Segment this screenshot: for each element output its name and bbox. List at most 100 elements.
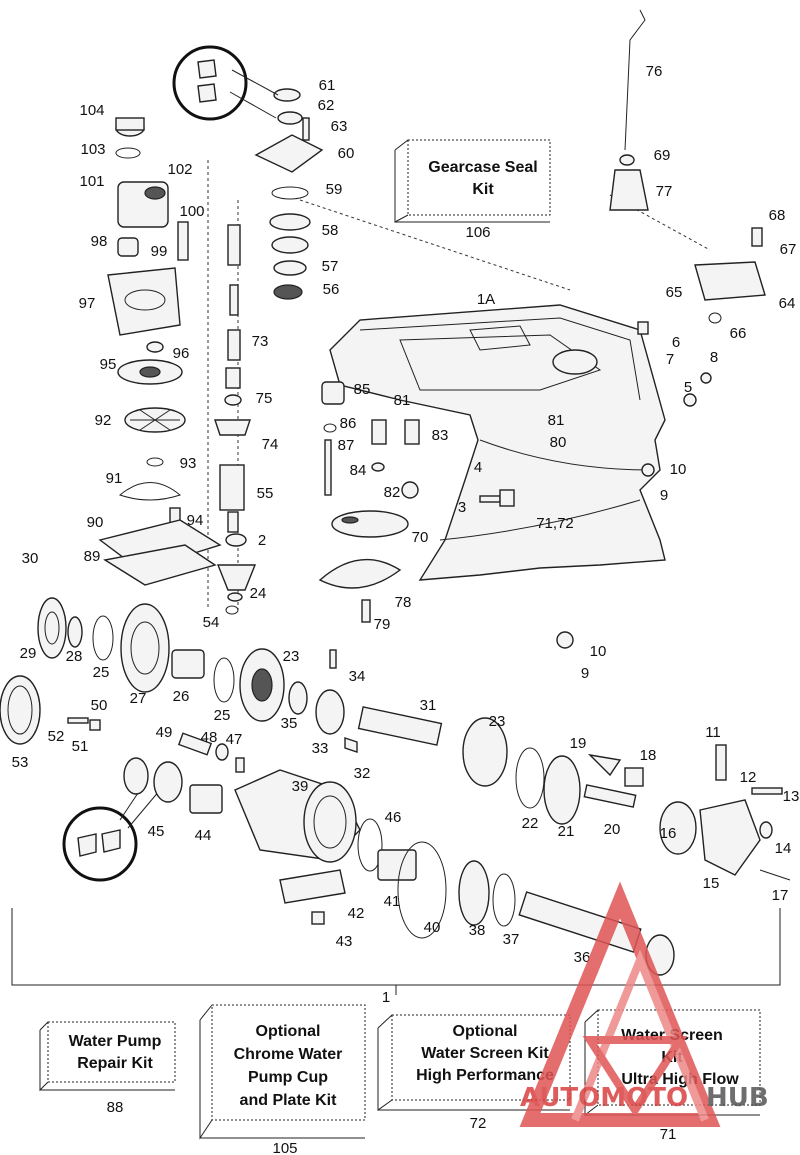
part-label-4: 4 xyxy=(474,459,482,476)
part-label-58: 58 xyxy=(322,222,339,239)
kit-chrome-cup-line2: Chrome Water xyxy=(234,1046,343,1063)
part-label-84: 84 xyxy=(350,462,367,479)
part-label-39: 39 xyxy=(292,778,309,795)
kit-chrome-cup-line1: Optional xyxy=(256,1023,321,1040)
part-label-66: 66 xyxy=(730,325,747,342)
part-label-15: 15 xyxy=(703,875,720,892)
part-label-82: 82 xyxy=(384,484,401,501)
part-label-18: 18 xyxy=(640,747,657,764)
kit-water-pump-number: 88 xyxy=(107,1099,124,1116)
shift-linkage-parts xyxy=(318,381,515,669)
part-label-21: 21 xyxy=(558,823,575,840)
part-label-2: 2 xyxy=(258,532,266,549)
part-label-50: 50 xyxy=(91,697,108,714)
part-label-77: 77 xyxy=(656,183,673,200)
part-label-25: 25 xyxy=(93,664,110,681)
part-label-90: 90 xyxy=(87,514,104,531)
part-label-80: 80 xyxy=(550,434,567,451)
part-label-32: 32 xyxy=(354,765,371,782)
part-label-17: 17 xyxy=(772,887,789,904)
part-label-101: 101 xyxy=(79,173,104,190)
cover-kit-parts xyxy=(67,717,245,803)
kit-chrome-cup-line3: Pump Cup xyxy=(248,1069,328,1086)
part-label-96: 96 xyxy=(173,345,190,362)
propeller-shaft-assembly xyxy=(344,706,791,881)
part-label-100: 100 xyxy=(179,203,204,220)
part-label-20: 20 xyxy=(604,821,621,838)
bearing-carrier xyxy=(189,769,675,976)
part-label-26: 26 xyxy=(173,688,190,705)
part-label-89: 89 xyxy=(84,548,101,565)
part-label-59: 59 xyxy=(326,181,343,198)
part-label-40: 40 xyxy=(424,919,441,936)
drive-shaft-parts xyxy=(214,224,257,615)
part-label-79: 79 xyxy=(374,616,391,633)
part-label-61: 61 xyxy=(319,77,336,94)
part-label-8: 8 xyxy=(710,349,718,366)
part-label-27: 27 xyxy=(130,690,147,707)
part-label-7: 7 xyxy=(666,351,674,368)
part-label-55: 55 xyxy=(257,485,274,502)
gearcase-housing xyxy=(329,304,666,581)
part-label-3: 3 xyxy=(458,499,466,516)
part-label-81b: 81 xyxy=(548,412,565,429)
part-label-62: 62 xyxy=(318,97,335,114)
part-label-75: 75 xyxy=(256,390,273,407)
water-pump-column xyxy=(98,117,222,586)
part-label-30: 30 xyxy=(22,550,39,567)
kit-chrome-cup-number: 105 xyxy=(272,1140,297,1155)
part-label-42: 42 xyxy=(348,905,365,922)
part-label-57: 57 xyxy=(322,258,339,275)
part-label-11: 11 xyxy=(705,724,721,741)
part-label-67: 67 xyxy=(780,241,797,258)
part-label-36: 36 xyxy=(574,949,591,966)
part-label-54: 54 xyxy=(203,614,220,631)
part-label-46: 46 xyxy=(385,809,402,826)
kit-water-pump-line1: Water Pump xyxy=(69,1033,162,1050)
seal-stack xyxy=(254,88,324,300)
forward-gear-cluster xyxy=(0,597,345,745)
part-label-53: 53 xyxy=(12,754,29,771)
part-label-65: 65 xyxy=(666,284,683,301)
kit-screen-hp-number: 72 xyxy=(470,1115,487,1132)
part-label-64: 64 xyxy=(779,295,796,312)
part-label-78: 78 xyxy=(395,594,412,611)
part-label-33: 33 xyxy=(312,740,329,757)
watermark-logo: AUTOMOTO HUB xyxy=(519,881,769,1127)
part-label-81: 81 xyxy=(394,392,411,409)
part-label-47: 47 xyxy=(226,731,243,748)
part-label-16: 16 xyxy=(660,825,677,842)
kit-chrome-cup-line4: and Plate Kit xyxy=(240,1092,338,1109)
part-label-10: 10 xyxy=(670,461,687,478)
part-label-103: 103 xyxy=(80,141,105,158)
part-label-87: 87 xyxy=(338,437,355,454)
kit-gearcase-seal-line1: Gearcase Seal xyxy=(428,159,537,176)
part-label-63: 63 xyxy=(331,118,348,135)
part-label-49: 49 xyxy=(156,724,173,741)
part-label-93: 93 xyxy=(180,455,197,472)
kit-gearcase-seal-line2: Kit xyxy=(472,181,494,198)
part-label-74: 74 xyxy=(262,436,279,453)
part-label-68: 68 xyxy=(769,207,786,224)
part-label-56: 56 xyxy=(323,281,340,298)
part-label-9: 9 xyxy=(660,487,668,504)
part-label-104: 104 xyxy=(79,102,104,119)
part-label-10b: 10 xyxy=(590,643,607,660)
part-label-48: 48 xyxy=(201,729,218,746)
part-label-92: 92 xyxy=(95,412,112,429)
part-label-5: 5 xyxy=(684,379,692,396)
part-label-34: 34 xyxy=(349,668,366,685)
kit-screen-hp-line1: Optional xyxy=(453,1023,518,1040)
kit-screen-hp-line2: Water Screen Kit xyxy=(421,1045,549,1062)
part-label-1A: 1A xyxy=(477,291,495,308)
part-label-86: 86 xyxy=(340,415,357,432)
seal-detail-circle-bottom xyxy=(62,806,138,882)
part-label-60: 60 xyxy=(338,145,355,162)
part-label-91: 91 xyxy=(106,470,123,487)
part-label-95: 95 xyxy=(100,356,117,373)
part-label-13: 13 xyxy=(783,788,800,805)
part-label-45: 45 xyxy=(148,823,165,840)
kit-screen-hp: Optional Water Screen Kit High Performan… xyxy=(377,1014,571,1132)
